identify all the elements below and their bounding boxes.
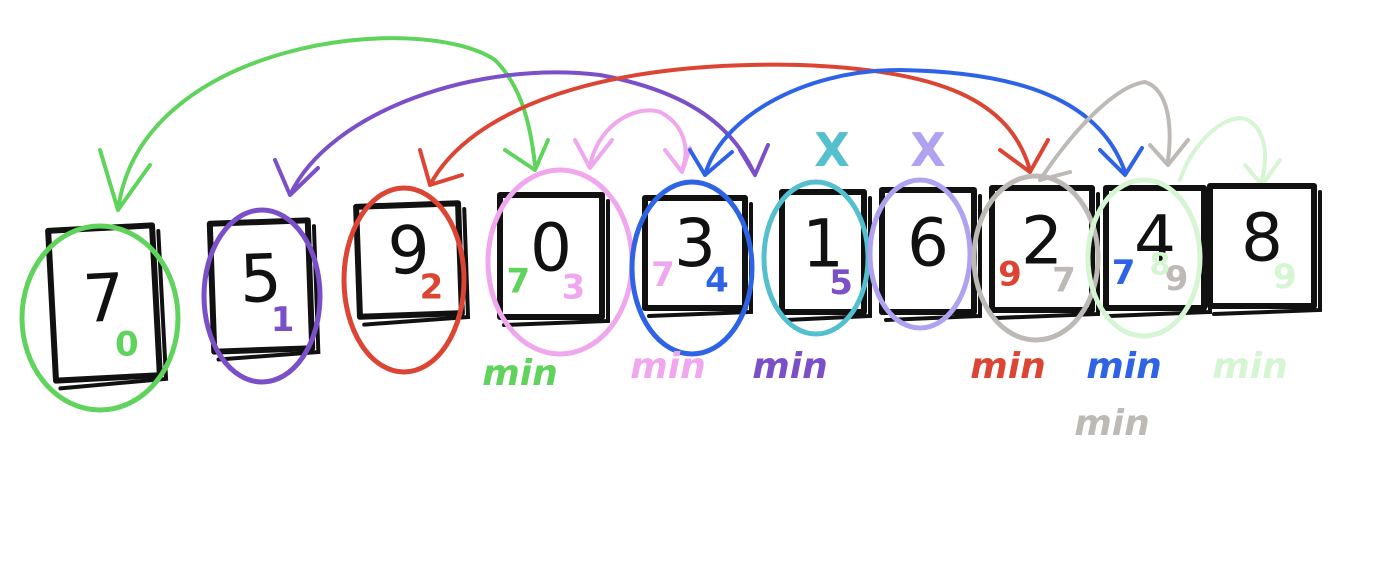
cell-box-shadow — [1212, 190, 1322, 316]
min-label: min — [1212, 346, 1287, 387]
highlight-circle — [341, 185, 467, 375]
cell-mark: 9 — [998, 255, 1022, 295]
cell-mark: 7 — [651, 255, 675, 295]
array-cell: 5 — [206, 217, 321, 362]
highlight-circle — [629, 179, 755, 357]
highlight-circle — [867, 177, 973, 331]
cross-mark: X — [814, 123, 849, 177]
cell-mark: 7 — [1052, 261, 1076, 301]
min-label: min — [482, 353, 557, 394]
cell-box — [206, 217, 316, 355]
cell-mark: 1 — [271, 300, 295, 340]
highlight-circle — [971, 173, 1101, 343]
cell-value: 9 — [386, 211, 431, 289]
swap-arc-pink — [573, 108, 692, 174]
highlight-circle — [201, 207, 323, 385]
cell-value: 6 — [907, 205, 949, 282]
swap-arc-green — [98, 36, 550, 212]
cell-box — [642, 195, 748, 311]
cell-box-shadow — [362, 207, 471, 327]
cell-mark: 5 — [829, 263, 853, 303]
cell-value: 2 — [1021, 203, 1063, 280]
cell-mark: 9 — [1273, 257, 1297, 297]
min-label: min — [752, 346, 827, 387]
cell-value: 4 — [1134, 201, 1176, 278]
cell-box-shadow — [502, 199, 610, 327]
swap-arc-purple — [273, 70, 770, 197]
swap-arcs — [98, 36, 1282, 212]
highlight-circle — [1085, 177, 1203, 339]
min-label: min — [1074, 403, 1149, 444]
array-cell: 1 — [779, 189, 872, 322]
cell-mark: 4 — [705, 261, 729, 301]
cell-box — [779, 189, 867, 315]
swap-arc-palegreen — [1178, 116, 1282, 187]
cell-value: 7 — [81, 259, 127, 338]
cell-mark: 3 — [562, 268, 586, 308]
cell-mark: 0 — [115, 325, 139, 365]
cell-value: 0 — [530, 210, 572, 287]
cell-box — [989, 185, 1095, 313]
cell-mark: 2 — [420, 268, 444, 308]
cell-mark: 8 — [1149, 247, 1170, 282]
cell-value: 3 — [674, 205, 716, 282]
array-cell: 7 — [45, 222, 169, 391]
array-cell: 3 — [642, 195, 753, 318]
cell-value: 8 — [1241, 199, 1283, 276]
cell-box-shadow — [884, 194, 982, 322]
highlight-circles — [19, 167, 1203, 413]
array-cell: 0 — [497, 192, 610, 327]
array-cell: 6 — [879, 187, 982, 322]
cell-box — [1103, 185, 1207, 311]
cell-box — [497, 192, 605, 320]
cell-box-shadow — [58, 229, 169, 391]
cell-mark: 7 — [507, 262, 531, 302]
cell-value: 1 — [802, 205, 844, 282]
cell-mark: 7 — [1112, 253, 1136, 293]
highlight-circle — [19, 223, 181, 413]
cell-value: 5 — [238, 240, 283, 318]
min-label: min — [970, 346, 1045, 387]
array-cell: 8 — [1207, 183, 1322, 316]
min-label: min — [630, 346, 705, 387]
cell-box — [1207, 183, 1317, 309]
cell-mark: 9 — [1165, 259, 1189, 299]
cross-mark: X — [910, 123, 945, 177]
min-label: min — [1086, 346, 1161, 387]
swap-arc-red — [418, 62, 1050, 187]
